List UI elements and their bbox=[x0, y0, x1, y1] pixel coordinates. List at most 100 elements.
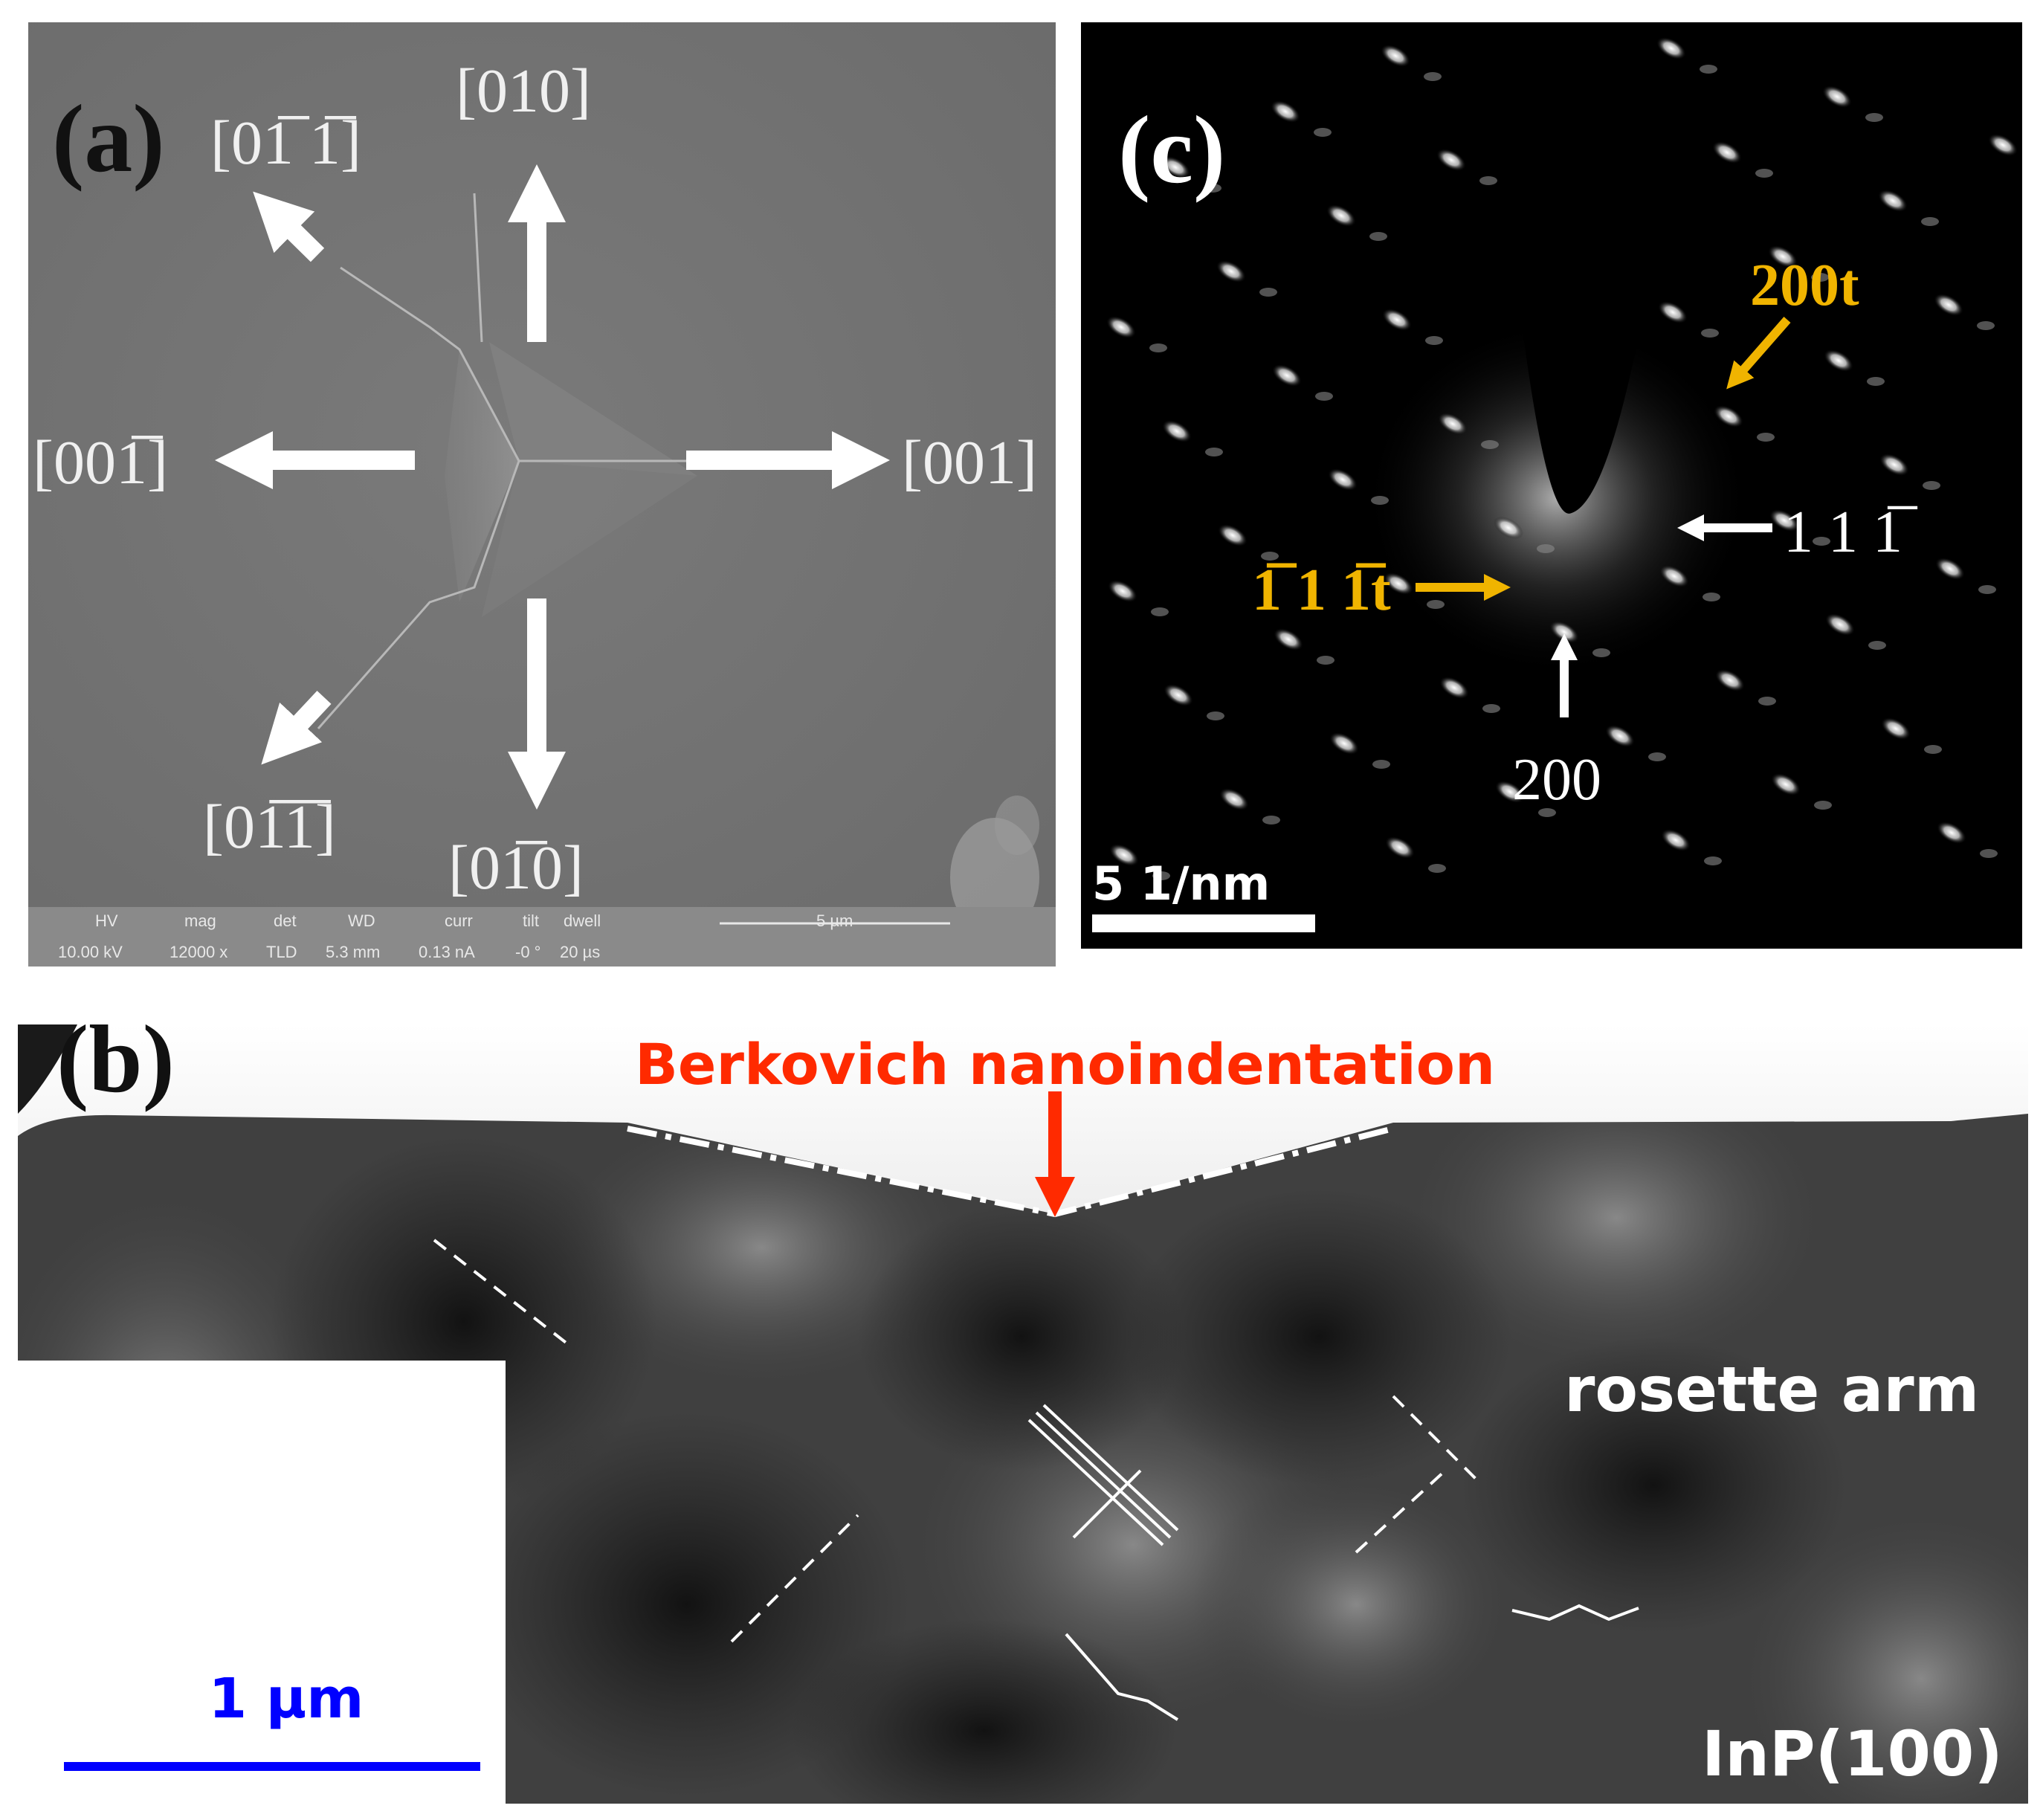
label-01-1: [01̅ 1̅] bbox=[210, 109, 361, 178]
indent-label: Berkovich nanoindentation bbox=[635, 1031, 1495, 1097]
twin-spot bbox=[1648, 752, 1666, 761]
info-header-tilt: tilt bbox=[523, 911, 539, 930]
sem-info-bar: HV mag det WD curr tilt dwell 10.00 kV 1… bbox=[28, 907, 1056, 967]
label-0-1-1: [01̅1̅] bbox=[203, 793, 336, 862]
diffraction-spot bbox=[1382, 308, 1412, 332]
info-value-det: TLD bbox=[266, 943, 297, 961]
diffraction-spot bbox=[1881, 717, 1911, 740]
diffraction-spot bbox=[1825, 613, 1855, 636]
diffraction-spot bbox=[1712, 141, 1742, 164]
rosette-arm-label: rosette arm bbox=[1564, 1353, 1979, 1426]
twin-spot bbox=[1865, 113, 1883, 122]
tem-scale-box: 1 µm bbox=[0, 1361, 506, 1817]
label-200t: 200t bbox=[1750, 253, 1859, 318]
panel-c-label: (c) bbox=[1118, 97, 1225, 204]
diffraction-spot bbox=[1219, 787, 1249, 811]
info-header-det: det bbox=[274, 911, 297, 930]
info-value-mag: 12000 x bbox=[170, 943, 227, 961]
diffraction-spot bbox=[1162, 419, 1192, 443]
diffraction-spot bbox=[1436, 148, 1466, 172]
panel-b-label: (b) bbox=[57, 1024, 175, 1113]
info-header-mag: mag bbox=[184, 911, 216, 930]
diffraction-spot bbox=[1274, 627, 1303, 651]
diffraction-pattern: (c) 200t 1̅ 1 1̅t 1 1 1̅ 200 5 1/nm bbox=[1081, 22, 2022, 949]
diffraction-spot bbox=[1271, 100, 1300, 123]
diffraction-spot bbox=[1878, 189, 1908, 213]
twin-spot bbox=[1428, 864, 1446, 873]
scale-bar-c bbox=[1092, 914, 1315, 932]
panel-a-label: (a) bbox=[52, 85, 165, 193]
twin-spot bbox=[1317, 656, 1334, 665]
diffraction-spot bbox=[1937, 821, 1966, 845]
twin-spot bbox=[1479, 176, 1497, 185]
diffraction-spots bbox=[1106, 36, 2018, 880]
twin-spot bbox=[1814, 801, 1832, 810]
label-00-1: [001̅] bbox=[33, 428, 168, 497]
info-header-dwell: dwell bbox=[564, 911, 601, 930]
diffraction-spot bbox=[1935, 557, 1965, 581]
diffraction-spot bbox=[1661, 828, 1691, 852]
diffraction-spot bbox=[1384, 572, 1413, 596]
twin-spot bbox=[1262, 816, 1280, 825]
diffraction-spot bbox=[1824, 349, 1853, 372]
label-200: 200 bbox=[1512, 747, 1601, 813]
twin-spot bbox=[1152, 871, 1170, 880]
surface-coating bbox=[18, 1024, 2028, 1214]
scale-bar-b bbox=[64, 1762, 480, 1771]
info-value-hv: 10.00 kV bbox=[58, 943, 123, 961]
info-value-wd: 5.3 mm bbox=[326, 943, 380, 961]
twin-spot bbox=[1314, 128, 1332, 137]
twin-spot bbox=[1261, 552, 1279, 561]
info-header-wd: WD bbox=[348, 911, 375, 930]
tem-contrast bbox=[18, 1054, 2028, 1804]
sem-image-panel: (a) [010] [01̅ 1̅] [001̅] [001] [01̅1̅] … bbox=[28, 22, 1056, 967]
diffraction-spot bbox=[1715, 668, 1745, 692]
twin-spot bbox=[1757, 433, 1775, 442]
twin-spot bbox=[1205, 448, 1223, 456]
twin-spot bbox=[1924, 745, 1942, 754]
twin-spot bbox=[1811, 273, 1829, 282]
diffraction-spot bbox=[1438, 412, 1468, 436]
twin-spot bbox=[1372, 760, 1390, 769]
diffraction-spot bbox=[1329, 732, 1359, 755]
diffraction-spot bbox=[1659, 564, 1689, 588]
diffraction-spot bbox=[1161, 155, 1190, 179]
scale-label-b: 1 µm bbox=[209, 1667, 364, 1731]
diffraction-spot bbox=[1879, 453, 1909, 477]
beam-stop bbox=[1508, 208, 1661, 514]
info-scale: 5 µm bbox=[816, 911, 853, 930]
twin-spot bbox=[1700, 65, 1717, 74]
diffraction-spot bbox=[1328, 468, 1358, 491]
twin-spot bbox=[1369, 232, 1387, 241]
diffraction-spot bbox=[1822, 85, 1852, 109]
diffraction-spot bbox=[1216, 259, 1246, 283]
label-111t: 1̅ 1 1̅t bbox=[1252, 558, 1391, 623]
twin-spot bbox=[1371, 496, 1389, 505]
info-value-tilt: -0 ° bbox=[515, 943, 540, 961]
twin-spot bbox=[1537, 544, 1555, 553]
diffraction-spot bbox=[1605, 724, 1635, 748]
twin-spot bbox=[1207, 711, 1224, 720]
info-header-curr: curr bbox=[445, 911, 473, 930]
sem-image: (a) [010] [01̅ 1̅] [001̅] [001] [01̅1̅] … bbox=[28, 22, 1056, 967]
label-11-1: 1 1 1̅ bbox=[1784, 500, 1918, 565]
arrow-0-1-1 bbox=[261, 691, 332, 765]
twin-spot bbox=[1755, 169, 1773, 178]
diffraction-spot bbox=[1218, 523, 1248, 547]
twin-spot bbox=[1868, 641, 1886, 650]
twin-spot bbox=[1424, 72, 1442, 81]
diffraction-spot bbox=[1658, 300, 1688, 324]
diffraction-spot bbox=[1439, 676, 1469, 700]
twin-spot bbox=[1315, 392, 1333, 401]
diffraction-spot bbox=[1656, 36, 1686, 60]
twin-spot bbox=[1978, 585, 1996, 594]
twin-spot bbox=[1758, 697, 1776, 706]
crack-lines bbox=[317, 193, 697, 729]
twin-spot bbox=[1867, 377, 1885, 386]
info-header-hv: HV bbox=[95, 911, 118, 930]
twin-spot bbox=[1921, 217, 1939, 226]
diffraction-spot bbox=[1494, 516, 1523, 540]
arrow-01-1 bbox=[253, 191, 325, 262]
twin-spot bbox=[1592, 648, 1610, 657]
substrate-label: InP(100) bbox=[1702, 1717, 2003, 1790]
